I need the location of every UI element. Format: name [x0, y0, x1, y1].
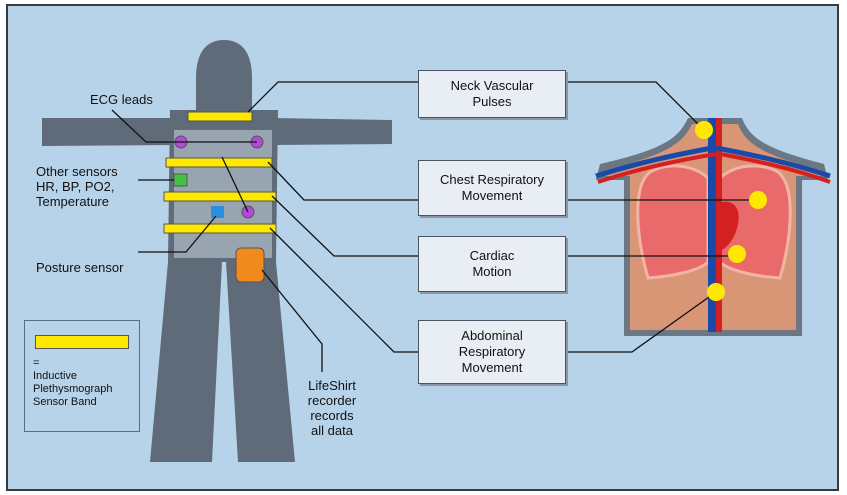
- neck-pulse-marker: [695, 121, 713, 139]
- figure-right-leg: [226, 262, 295, 462]
- abdominal-marker: [707, 283, 725, 301]
- chest-marker: [749, 191, 767, 209]
- sensor-band-abdominal: [164, 224, 276, 233]
- legend: = Inductive Plethysmograph Sensor Band: [24, 320, 140, 432]
- neck-vascular-box: Neck Vascular Pulses: [418, 70, 566, 118]
- posture-sensor-square: [211, 206, 224, 218]
- other-sensors-label: Other sensors HR, BP, PO2, Temperature: [36, 164, 118, 209]
- legend-equals: =: [33, 357, 39, 369]
- lifeshirt-label: LifeShirt recorder records all data: [302, 378, 362, 438]
- ecg-leads-label: ECG leads: [90, 92, 153, 107]
- sensor-band-cardiac: [164, 192, 276, 201]
- left-lung: [638, 166, 708, 278]
- other-sensor-square: [174, 174, 187, 186]
- torso-anatomy: [596, 118, 830, 336]
- chest-connector: [268, 162, 418, 200]
- lifeshirt-recorder: [236, 248, 264, 282]
- legend-sensor-band-swatch: [35, 335, 129, 349]
- legend-description: Inductive Plethysmograph Sensor Band: [33, 370, 113, 408]
- figure-right-arm: [272, 118, 392, 145]
- legend-text: = Inductive Plethysmograph Sensor Band: [33, 357, 137, 409]
- chest-respiratory-box: Chest Respiratory Movement: [418, 160, 566, 216]
- figure-left-leg: [150, 262, 222, 462]
- neck-connector: [248, 82, 418, 112]
- cardiac-motion-box: Cardiac Motion: [418, 236, 566, 292]
- cardiac-connector: [272, 196, 418, 256]
- posture-sensor-label: Posture sensor: [36, 260, 123, 275]
- neck-marker-line: [566, 82, 704, 130]
- sensor-band-neck: [188, 112, 252, 121]
- cardiac-marker: [728, 245, 746, 263]
- abdominal-respiratory-box: Abdominal Respiratory Movement: [418, 320, 566, 384]
- sensor-band-chest: [166, 158, 272, 167]
- abdominal-connector: [270, 228, 418, 352]
- figure-head: [196, 40, 252, 110]
